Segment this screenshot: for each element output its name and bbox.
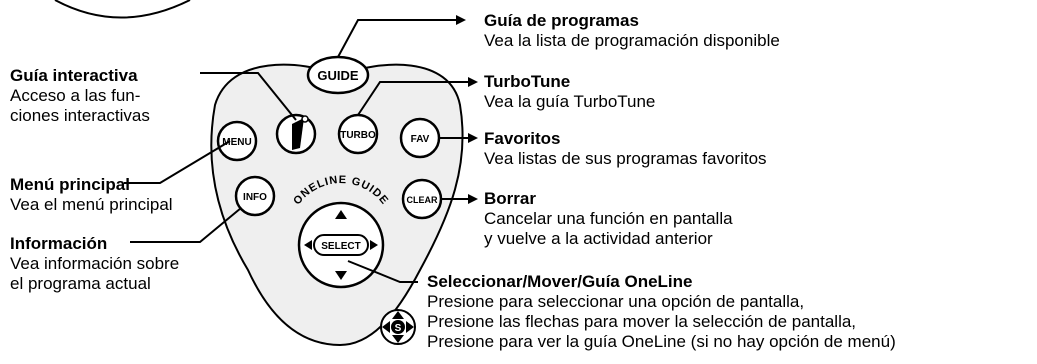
callout-desc: Vea información sobre bbox=[10, 254, 180, 273]
select-button[interactable] bbox=[313, 234, 369, 256]
menu-button[interactable]: MENU bbox=[216, 120, 258, 162]
callout-desc: Acceso a las fun- bbox=[10, 86, 141, 105]
callout-desc: Vea la guía TurboTune bbox=[484, 92, 656, 111]
callout-turbotune: TurboTune Vea la guía TurboTune bbox=[484, 72, 655, 112]
svg-text:MENU: MENU bbox=[222, 137, 251, 148]
callout-desc: Presione las flechas para mover la selec… bbox=[427, 312, 857, 331]
leader-arrowheads bbox=[456, 15, 478, 204]
callout-desc: Vea la lista de programación disponible bbox=[484, 31, 780, 50]
turbo-button[interactable]: TURBO bbox=[337, 113, 379, 155]
svg-text:SELECT: SELECT bbox=[321, 241, 360, 252]
guide-button[interactable]: GUIDE bbox=[306, 55, 370, 95]
callout-favoritos: Favoritos Vea listas de sus programas fa… bbox=[484, 129, 767, 169]
arrow-left-icon[interactable] bbox=[304, 240, 312, 250]
callout-borrar: Borrar Cancelar una función en pantalla … bbox=[484, 189, 733, 249]
callout-desc: Presione para seleccionar una opción de … bbox=[427, 292, 805, 311]
interactive-i-button[interactable] bbox=[275, 113, 317, 155]
callout-desc: Cancelar una función en pantalla bbox=[484, 209, 733, 228]
svg-text:TURBO: TURBO bbox=[340, 130, 376, 141]
callout-title: Guía de programas bbox=[484, 11, 639, 30]
clear-button[interactable]: CLEAR bbox=[401, 178, 443, 220]
callout-title: Información bbox=[10, 234, 108, 253]
partial-circle-outline bbox=[54, 0, 191, 19]
svg-text:GUIDE: GUIDE bbox=[317, 68, 359, 83]
svg-text:INFO: INFO bbox=[243, 192, 267, 203]
select-pad[interactable]: SELECT bbox=[297, 201, 385, 289]
callout-desc: el programa actual bbox=[10, 274, 151, 293]
callout-guia-interactiva: Guía interactiva Acceso a las fun- cione… bbox=[10, 66, 150, 126]
callout-title: Menú principal bbox=[10, 175, 130, 194]
callout-title: Guía interactiva bbox=[10, 66, 138, 85]
callout-seleccionar: Seleccionar/Mover/Guía OneLine Presione … bbox=[427, 272, 896, 352]
callout-menu-principal: Menú principal Vea el menú principal bbox=[10, 175, 173, 215]
callout-desc: Presione para ver la guía OneLine (si no… bbox=[427, 332, 896, 351]
callout-title: Borrar bbox=[484, 189, 536, 208]
callout-title: Favoritos bbox=[484, 129, 561, 148]
fav-button[interactable]: FAV bbox=[399, 117, 441, 159]
callout-desc: y vuelve a la actividad anterior bbox=[484, 229, 713, 248]
callout-title: TurboTune bbox=[484, 72, 571, 91]
arrow-down-icon[interactable] bbox=[335, 271, 347, 280]
svg-text:FAV: FAV bbox=[411, 134, 430, 145]
callout-desc: Vea listas de sus programas favoritos bbox=[484, 149, 767, 168]
direction-pad-icon: S bbox=[380, 309, 416, 345]
callout-desc: Vea el menú principal bbox=[10, 195, 173, 214]
svg-text:CLEAR: CLEAR bbox=[407, 195, 438, 205]
info-button[interactable]: INFO bbox=[234, 175, 276, 217]
arrow-right-icon[interactable] bbox=[370, 240, 378, 250]
leader-lines bbox=[124, 19, 468, 283]
callout-guia-programas: Guía de programas Vea la lista de progra… bbox=[484, 11, 780, 51]
callout-desc: ciones interactivas bbox=[10, 106, 150, 125]
callout-title: Seleccionar/Mover/Guía OneLine bbox=[427, 272, 693, 291]
interactive-i-icon bbox=[292, 118, 304, 150]
arrow-up-icon[interactable] bbox=[335, 210, 347, 219]
callout-informacion: Información Vea información sobre el pro… bbox=[10, 234, 179, 294]
svg-text:S: S bbox=[395, 323, 402, 334]
